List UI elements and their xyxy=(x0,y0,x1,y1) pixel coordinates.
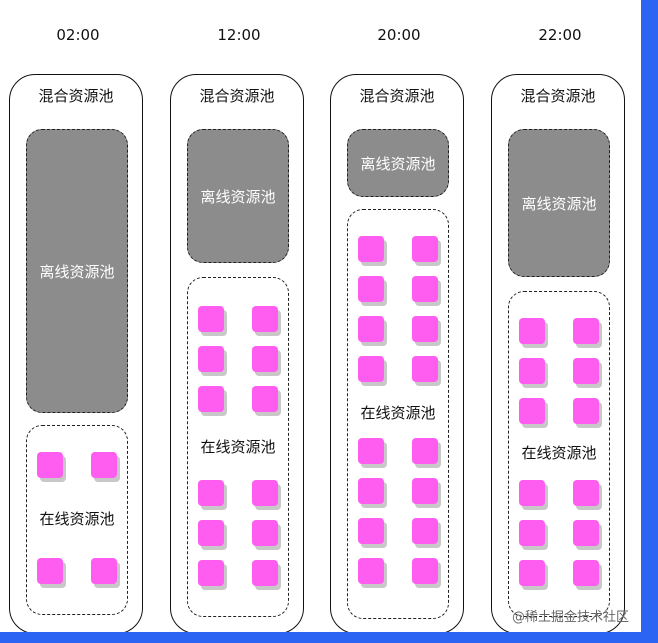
online-node xyxy=(198,480,224,506)
online-node xyxy=(91,558,117,584)
online-node xyxy=(252,480,278,506)
online-node xyxy=(198,346,224,372)
online-node xyxy=(358,236,384,262)
online-node xyxy=(573,560,599,586)
online-node xyxy=(573,358,599,384)
online-node xyxy=(358,276,384,302)
column-0200: 02:00 混合资源池 离线资源池 在线资源池 xyxy=(9,0,147,632)
offline-pool-label: 离线资源池 xyxy=(200,187,276,206)
online-node xyxy=(358,558,384,584)
online-node xyxy=(358,438,384,464)
mixed-pool: 混合资源池 离线资源池 在线资源池 xyxy=(330,74,464,632)
online-node xyxy=(412,478,438,504)
time-label: 20:00 xyxy=(377,26,421,44)
offline-pool: 离线资源池 xyxy=(508,129,610,277)
online-node xyxy=(198,306,224,332)
online-node xyxy=(573,318,599,344)
online-node xyxy=(252,306,278,332)
column-2200: 22:00 混合资源池 离线资源池 在线资源池 xyxy=(491,0,629,632)
online-node xyxy=(519,358,545,384)
offline-pool: 离线资源池 xyxy=(187,129,289,263)
online-node xyxy=(412,438,438,464)
online-node xyxy=(198,386,224,412)
online-node xyxy=(252,520,278,546)
diagram-frame: 02:00 混合资源池 离线资源池 在线资源池 12:00 混合资源池 离线资源… xyxy=(0,0,641,632)
offline-pool-label: 离线资源池 xyxy=(39,262,115,281)
online-node xyxy=(519,560,545,586)
offline-pool-label: 离线资源池 xyxy=(521,194,597,213)
online-node xyxy=(573,520,599,546)
online-pool-label: 在线资源池 xyxy=(360,404,436,422)
online-node xyxy=(412,316,438,342)
mixed-pool-label: 混合资源池 xyxy=(520,87,596,105)
online-pool: 在线资源池 xyxy=(508,291,610,617)
online-node xyxy=(412,356,438,382)
mixed-pool-label: 混合资源池 xyxy=(359,87,435,105)
time-label: 12:00 xyxy=(217,26,261,44)
offline-pool: 离线资源池 xyxy=(347,129,449,197)
online-node xyxy=(519,318,545,344)
online-pool: 在线资源池 xyxy=(347,209,449,619)
online-pool: 在线资源池 xyxy=(26,425,128,615)
column-1200: 12:00 混合资源池 离线资源池 在线资源池 xyxy=(170,0,308,632)
column-2000: 20:00 混合资源池 离线资源池 在线资源池 xyxy=(330,0,468,632)
online-node xyxy=(198,560,224,586)
online-node xyxy=(252,346,278,372)
online-node xyxy=(252,560,278,586)
online-pool-label: 在线资源池 xyxy=(39,510,115,528)
time-label: 22:00 xyxy=(538,26,582,44)
mixed-pool: 混合资源池 离线资源池 在线资源池 xyxy=(9,74,143,632)
online-node xyxy=(412,518,438,544)
online-node xyxy=(252,386,278,412)
mixed-pool-label: 混合资源池 xyxy=(199,87,275,105)
offline-pool: 离线资源池 xyxy=(26,129,128,413)
online-node xyxy=(519,520,545,546)
online-node xyxy=(519,480,545,506)
online-pool-label: 在线资源池 xyxy=(200,438,276,456)
mixed-pool: 混合资源池 离线资源池 在线资源池 xyxy=(491,74,625,632)
online-node xyxy=(573,398,599,424)
online-node xyxy=(358,356,384,382)
offline-pool-label: 离线资源池 xyxy=(360,154,436,173)
online-node xyxy=(519,398,545,424)
online-node xyxy=(573,480,599,506)
online-node xyxy=(358,316,384,342)
online-node xyxy=(358,518,384,544)
online-node xyxy=(91,452,117,478)
time-label: 02:00 xyxy=(56,26,100,44)
online-node xyxy=(412,236,438,262)
mixed-pool-label: 混合资源池 xyxy=(38,87,114,105)
source-credit: @稀土掘金技术社区 xyxy=(512,610,630,625)
online-node xyxy=(412,558,438,584)
online-node xyxy=(412,276,438,302)
online-node xyxy=(37,452,63,478)
online-pool-label: 在线资源池 xyxy=(521,444,597,462)
online-pool: 在线资源池 xyxy=(187,277,289,617)
mixed-pool: 混合资源池 离线资源池 在线资源池 xyxy=(170,74,304,632)
online-node xyxy=(37,558,63,584)
online-node xyxy=(358,478,384,504)
online-node xyxy=(198,520,224,546)
